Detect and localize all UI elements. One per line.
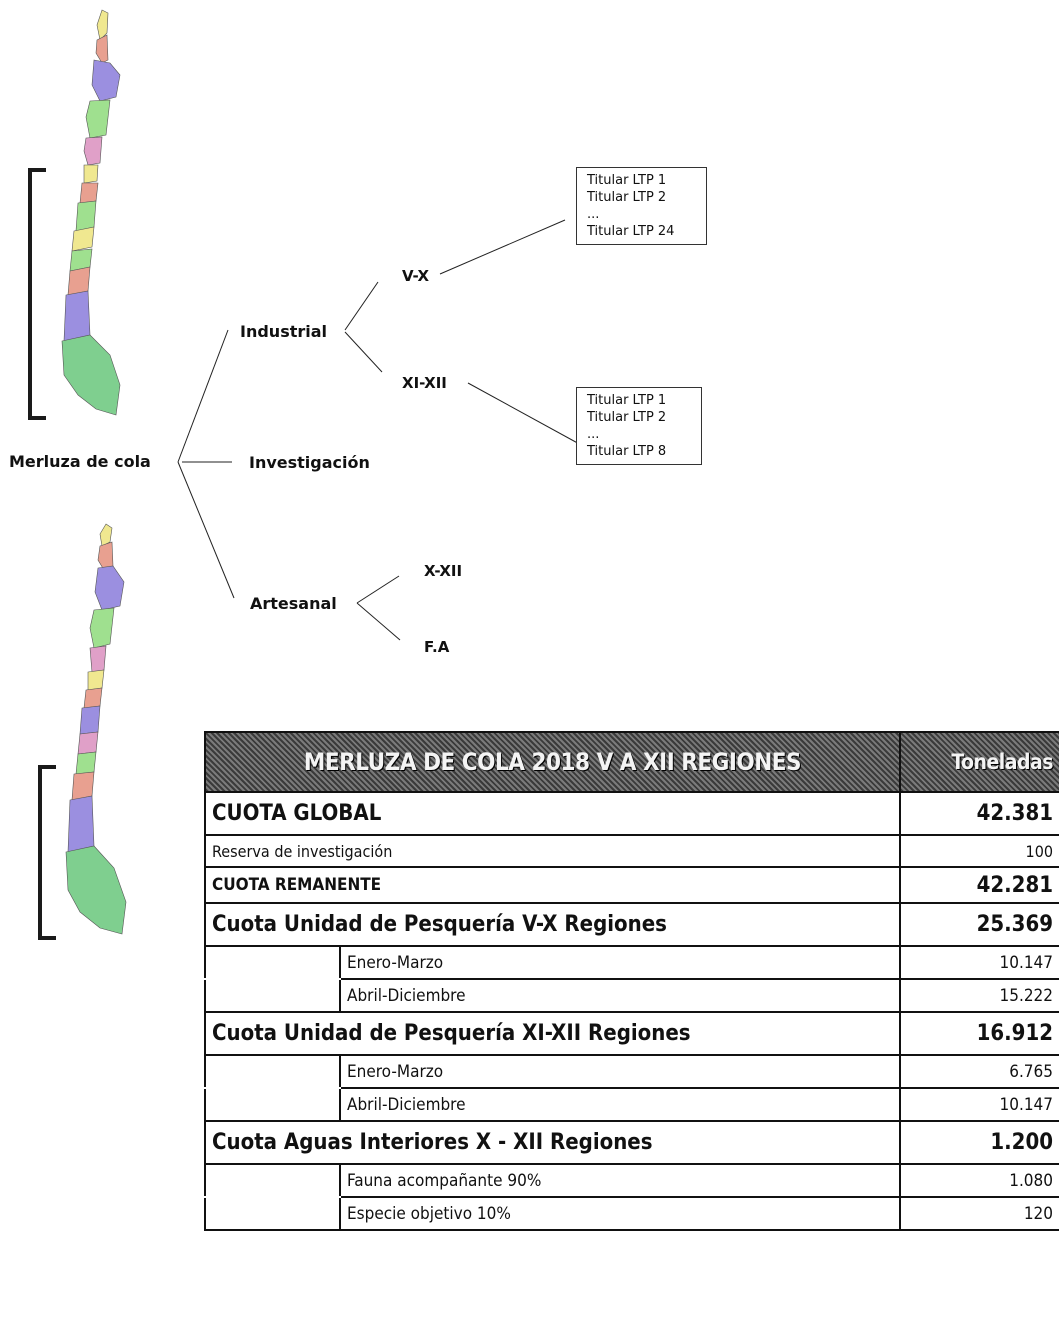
ltp-line: Titular LTP 1 bbox=[587, 393, 667, 408]
row-label: Cuota Aguas Interiores X - XII Regiones bbox=[204, 1120, 901, 1165]
map-region-2 bbox=[95, 34, 109, 64]
row-label: Enero-Marzo bbox=[339, 945, 901, 980]
chile-map-bottom bbox=[65, 523, 127, 935]
ltp-line: Titular LTP 24 bbox=[587, 224, 675, 239]
row-value: 10.147 bbox=[899, 945, 1059, 980]
edge-artesanal-fa bbox=[356, 602, 401, 641]
node-merluza-de-cola: Merluza de cola bbox=[9, 452, 151, 471]
tree-connectors bbox=[177, 219, 584, 641]
map-region-4 bbox=[85, 99, 111, 139]
table-row: Enero-Marzo 6.765 bbox=[204, 1054, 1059, 1089]
node-artesanal: Artesanal bbox=[250, 594, 337, 613]
row-value: 25.369 bbox=[899, 902, 1059, 947]
row-label: Cuota Unidad de Pesquería XI-XII Regione… bbox=[204, 1011, 901, 1056]
table-title: MERLUZA DE COLA 2018 V A XII REGIONES bbox=[204, 731, 901, 793]
ltp-line: Titular LTP 2 bbox=[587, 190, 667, 205]
quota-table: MERLUZA DE COLA 2018 V A XII REGIONES To… bbox=[204, 731, 1059, 1231]
map-region-10 bbox=[75, 751, 97, 775]
map-region-11 bbox=[71, 771, 95, 801]
edge-artesanal-xxii bbox=[356, 575, 400, 604]
edge-root-artesanal bbox=[177, 461, 235, 599]
table-row: Especie objetivo 10% 120 bbox=[204, 1196, 1059, 1231]
row-value: 6.765 bbox=[899, 1054, 1059, 1089]
map-region-13 bbox=[61, 334, 121, 416]
edge-industrial-vx bbox=[344, 281, 379, 331]
table-row: Cuota Unidad de Pesquería XI-XII Regione… bbox=[204, 1011, 1059, 1056]
table-row: CUOTA GLOBAL 42.381 bbox=[204, 791, 1059, 836]
row-label: Enero-Marzo bbox=[339, 1054, 901, 1089]
chile-map-top bbox=[61, 9, 121, 416]
map-region-3 bbox=[91, 59, 121, 102]
table-row: Abril-Diciembre 10.147 bbox=[204, 1087, 1059, 1122]
table-unit-header: Toneladas bbox=[899, 731, 1059, 793]
map-region-13 bbox=[65, 845, 127, 935]
row-value: 16.912 bbox=[899, 1011, 1059, 1056]
row-value: 10.147 bbox=[899, 1087, 1059, 1122]
indent-cell bbox=[204, 1163, 341, 1198]
edge-industrial-xixii bbox=[344, 331, 383, 373]
ltp-line: Titular LTP 1 bbox=[587, 173, 667, 188]
row-value: 42.281 bbox=[899, 866, 1059, 904]
row-label: Reserva de investigación bbox=[204, 834, 901, 868]
ltp-line: ... bbox=[587, 207, 600, 222]
ltp-line: Titular LTP 8 bbox=[587, 444, 667, 459]
table-row: Cuota Aguas Interiores X - XII Regiones … bbox=[204, 1120, 1059, 1165]
map-region-12 bbox=[67, 795, 95, 853]
row-value: 120 bbox=[899, 1196, 1059, 1231]
row-label: CUOTA GLOBAL bbox=[204, 791, 901, 836]
map-region-5 bbox=[83, 136, 103, 166]
row-value: 15.222 bbox=[899, 978, 1059, 1013]
edge-xixii-ltp2 bbox=[467, 382, 584, 447]
node-xi-xii: XI-XII bbox=[402, 374, 447, 392]
row-value: 42.381 bbox=[899, 791, 1059, 836]
row-label: Abril-Diciembre bbox=[339, 1087, 901, 1122]
indent-cell bbox=[204, 1054, 341, 1089]
edge-root-industrial bbox=[177, 329, 229, 463]
indent-cell bbox=[204, 945, 341, 980]
map-region-3 bbox=[94, 565, 125, 611]
node-industrial: Industrial bbox=[240, 322, 328, 341]
ltp-box-vx: Titular LTP 1 Titular LTP 2 ... Titular … bbox=[576, 167, 707, 245]
node-fa: F.A bbox=[424, 638, 450, 656]
map-region-4 bbox=[89, 607, 115, 649]
row-label: CUOTA REMANENTE bbox=[204, 866, 901, 904]
table-row: Enero-Marzo 10.147 bbox=[204, 945, 1059, 980]
ltp-line: ... bbox=[587, 427, 600, 442]
table-row: Reserva de investigación 100 bbox=[204, 834, 1059, 868]
row-label: Especie objetivo 10% bbox=[339, 1196, 901, 1231]
node-investigacion: Investigación bbox=[249, 453, 370, 472]
row-label: Abril-Diciembre bbox=[339, 978, 901, 1013]
ltp-box-xixii: Titular LTP 1 Titular LTP 2 ... Titular … bbox=[576, 387, 702, 465]
ltp-line: Titular LTP 2 bbox=[587, 410, 667, 425]
map-region-9 bbox=[77, 731, 99, 755]
indent-cell bbox=[204, 1087, 341, 1122]
row-label: Fauna acompañante 90% bbox=[339, 1163, 901, 1198]
map-region-6 bbox=[83, 164, 99, 184]
map-bottom-bracket bbox=[38, 765, 56, 940]
row-value: 1.200 bbox=[899, 1120, 1059, 1165]
node-v-x: V-X bbox=[402, 267, 430, 285]
row-value: 100 bbox=[899, 834, 1059, 868]
map-region-9 bbox=[71, 226, 95, 252]
table-row: Fauna acompañante 90% 1.080 bbox=[204, 1163, 1059, 1198]
row-value: 1.080 bbox=[899, 1163, 1059, 1198]
edge-vx-ltp1 bbox=[439, 219, 566, 275]
table-row: Cuota Unidad de Pesquería V-X Regiones 2… bbox=[204, 902, 1059, 947]
indent-cell bbox=[204, 1196, 341, 1231]
row-label: Cuota Unidad de Pesquería V-X Regiones bbox=[204, 902, 901, 947]
indent-cell bbox=[204, 978, 341, 1013]
map-top-bracket bbox=[28, 168, 46, 420]
table-row: CUOTA REMANENTE 42.281 bbox=[204, 866, 1059, 904]
node-x-xii: X-XII bbox=[424, 562, 463, 580]
table-row: Abril-Diciembre 15.222 bbox=[204, 978, 1059, 1013]
table-header-row: MERLUZA DE COLA 2018 V A XII REGIONES To… bbox=[204, 731, 1059, 793]
